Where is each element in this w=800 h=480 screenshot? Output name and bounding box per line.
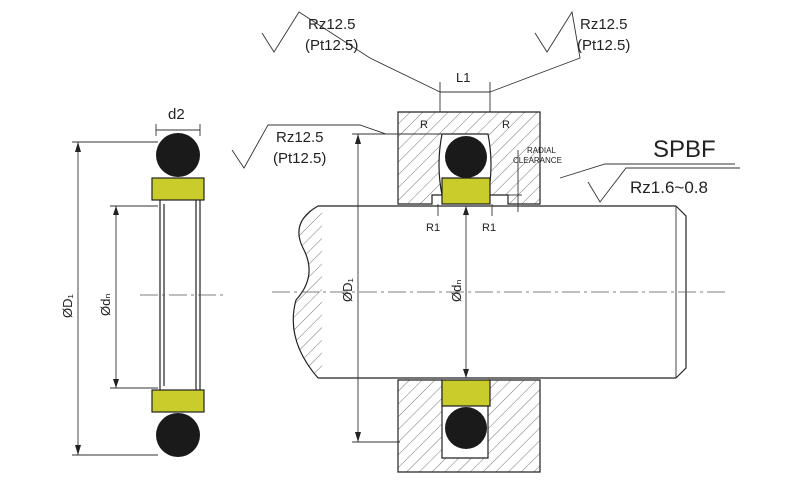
od1-label-mid: ØD₁ bbox=[340, 278, 355, 303]
product-name: SPBF bbox=[653, 136, 716, 163]
odn-label-mid: Ødₙ bbox=[449, 279, 464, 302]
r1-label-left: R1 bbox=[426, 222, 440, 234]
o-ring-installed-bottom bbox=[445, 407, 487, 449]
surface-symbol-1 bbox=[231, 124, 387, 169]
odn-mid-arrow-top bbox=[463, 206, 469, 215]
od1-label-left: ØD₁ bbox=[60, 294, 75, 319]
surface-note-3-pt: (Pt12.5) bbox=[577, 37, 630, 54]
d2-label: d2 bbox=[168, 106, 185, 123]
o-ring-top bbox=[156, 133, 200, 177]
radial-clearance-line2: CLEARANCE bbox=[513, 156, 562, 165]
od1-arrow-top bbox=[75, 142, 81, 152]
l1-label: L1 bbox=[456, 70, 470, 85]
surface-symbol-3 bbox=[489, 10, 581, 93]
spbf-leader bbox=[559, 163, 735, 179]
o-ring-bottom bbox=[156, 413, 200, 457]
backup-ring-bottom bbox=[151, 389, 205, 413]
odn-label-left: Ødₙ bbox=[98, 293, 113, 316]
surface-note-1-pt: (Pt12.5) bbox=[273, 150, 326, 167]
shaft-break-hatch bbox=[293, 206, 322, 378]
odn-mid-arrow-bottom bbox=[463, 369, 469, 378]
surface-note-2-rz: Rz12.5 bbox=[308, 16, 356, 33]
radial-clearance-line1: RADIAL bbox=[527, 146, 556, 155]
r1-label-right: R1 bbox=[482, 222, 496, 234]
surface-note-2-pt: (Pt12.5) bbox=[305, 37, 358, 54]
od1-arrow-bottom bbox=[75, 445, 81, 455]
backup-ring-installed-top bbox=[441, 177, 491, 205]
backup-ring-installed-bottom bbox=[441, 379, 491, 407]
surface-finish-note-1: Rz12.5 (Pt12.5) bbox=[231, 124, 387, 169]
shaft-finish-label: Rz1.6~0.8 bbox=[630, 178, 708, 197]
odn-arrow-top bbox=[113, 206, 119, 215]
backup-ring-top bbox=[151, 177, 205, 201]
shaft-break-line bbox=[292, 205, 319, 379]
product-callout: SPBF Rz1.6~0.8 bbox=[559, 136, 740, 203]
shaft-surface-symbol bbox=[587, 167, 740, 203]
seal-side-view: d2 ØD₁ Ødₙ bbox=[60, 106, 225, 457]
surface-note-3-rz: Rz12.5 bbox=[580, 16, 628, 33]
surface-finish-note-3: Rz12.5 (Pt12.5) bbox=[489, 10, 630, 93]
surface-finish-note-2: Rz12.5 (Pt12.5) bbox=[261, 11, 441, 93]
od1-mid-arrow-bottom bbox=[355, 432, 361, 442]
od1-mid-arrow-top bbox=[355, 134, 361, 144]
o-ring-installed-top bbox=[445, 136, 487, 178]
surface-symbol-2 bbox=[261, 11, 441, 93]
odn-arrow-bottom bbox=[113, 379, 119, 388]
radius-label-right: R bbox=[502, 119, 510, 131]
radius-label-left: R bbox=[420, 119, 428, 131]
surface-note-1-rz: Rz12.5 bbox=[276, 129, 324, 146]
installation-view: L1 R R R1 R1 RADIAL CLEARANCE ØD₁ Ødₙ bbox=[272, 70, 725, 473]
